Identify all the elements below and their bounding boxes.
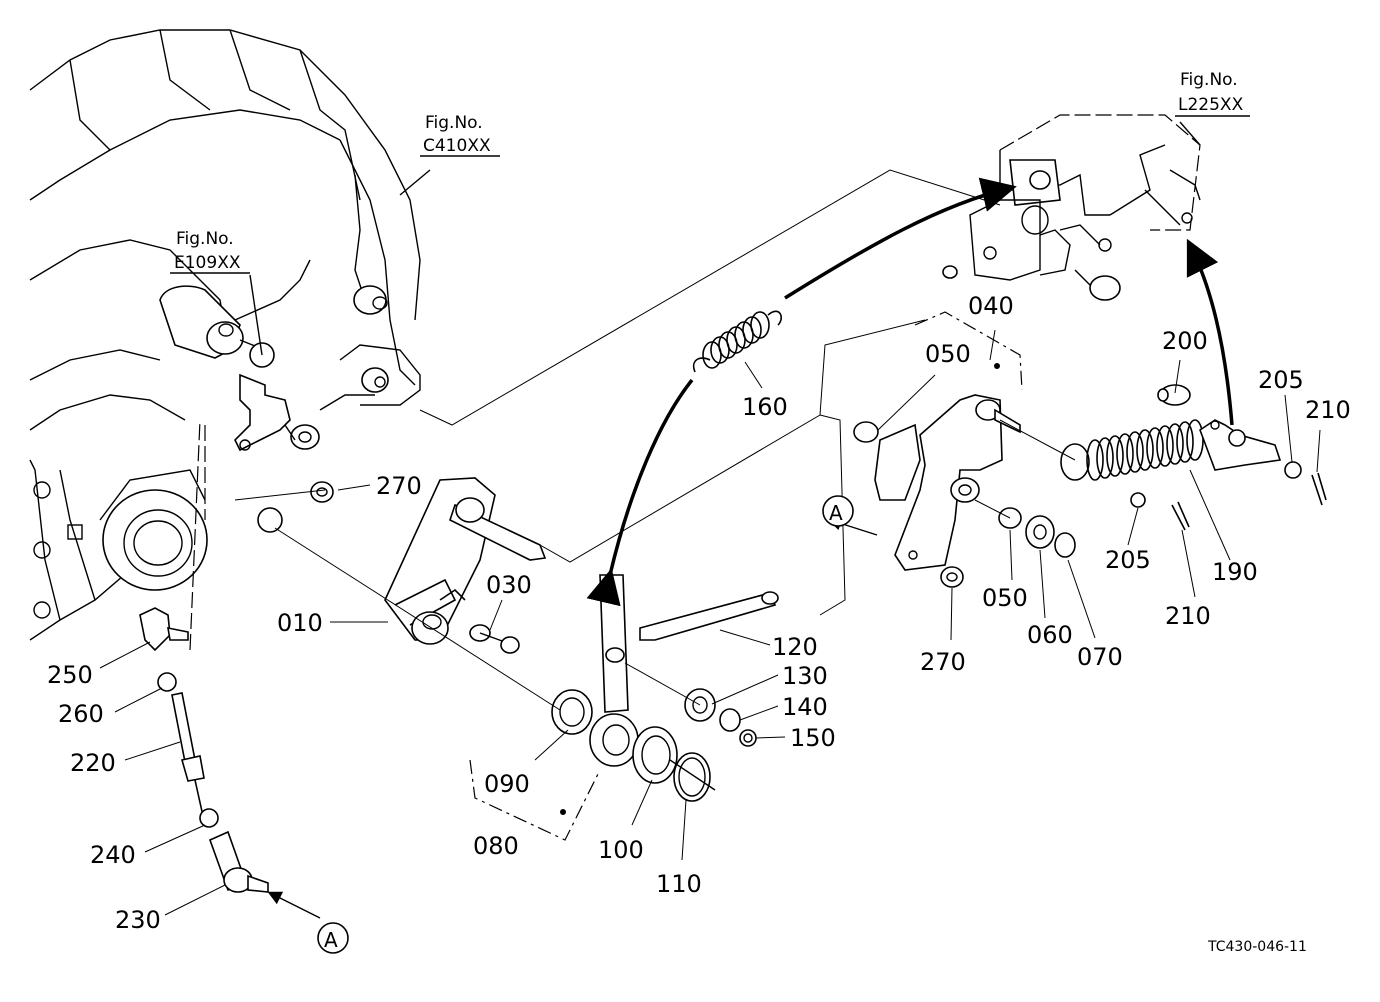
figure-ref-e109: Fig.No. E109XX [170, 229, 250, 274]
part-label-140: 140 [782, 693, 828, 721]
part-label-150: 150 [790, 724, 836, 752]
part-label-230: 230 [115, 906, 161, 934]
part-label-010: 010 [277, 609, 323, 637]
callout-a-upper: A [822, 495, 854, 527]
part-label-260: 260 [58, 700, 104, 728]
part-label-270-right: 270 [920, 648, 966, 676]
figure-ref-l225: Fig.No. L225XX [1175, 70, 1250, 117]
part-label-160: 160 [742, 393, 788, 421]
fig-ref-l225-line2: L225XX [1178, 95, 1244, 115]
part-label-050-lower: 050 [982, 584, 1028, 612]
fig-ref-c410-line2: C410XX [423, 136, 491, 156]
lever-group [469, 574, 779, 841]
part-label-200: 200 [1162, 327, 1208, 355]
fig-ref-e109-line2: E109XX [174, 253, 241, 273]
drawing-code: TC430-046-11 [1207, 939, 1307, 955]
part-label-040: 040 [968, 292, 1014, 320]
pedal-bracket-assembly [969, 114, 1201, 301]
part-label-050-upper: 050 [925, 340, 971, 368]
fig-ref-l225-line1: Fig.No. [1180, 70, 1238, 90]
part-labels: 010 030 040 050 050 060 070 080 090 100 … [47, 292, 1351, 934]
part-label-190: 190 [1212, 558, 1258, 586]
callout-a-lower-letter: A [324, 928, 338, 952]
part-label-205-lower: 205 [1105, 546, 1151, 574]
part-label-120: 120 [772, 633, 818, 661]
part-label-240: 240 [90, 841, 136, 869]
part-label-100: 100 [598, 836, 644, 864]
part-label-030: 030 [486, 571, 532, 599]
leader-lines [99, 329, 1321, 916]
return-spring-160 [692, 310, 782, 373]
part-label-070: 070 [1077, 643, 1123, 671]
spring-190 [1060, 384, 1327, 531]
part-label-205-right: 205 [1258, 366, 1304, 394]
callout-a-lower: A [317, 922, 349, 954]
rod-assembly [139, 607, 269, 893]
fig-ref-e109-line1: Fig.No. [176, 229, 234, 249]
brake-arm-040 [257, 265, 1076, 588]
part-label-250: 250 [47, 661, 93, 689]
part-label-130: 130 [782, 662, 828, 690]
part-label-060: 060 [1027, 621, 1073, 649]
fig-ref-c410-line1: Fig.No. [425, 113, 483, 133]
part-label-090: 090 [484, 770, 530, 798]
part-label-220: 220 [70, 749, 116, 777]
part-label-080: 080 [473, 832, 519, 860]
assembly-lines [234, 121, 1234, 919]
part-label-210-right: 210 [1305, 396, 1351, 424]
part-label-110: 110 [656, 870, 702, 898]
part-label-270-left: 270 [376, 472, 422, 500]
figure-ref-c410: Fig.No. C410XX [420, 113, 500, 157]
callout-a-upper-letter: A [829, 501, 843, 525]
transmission-housing [29, 29, 421, 651]
pivot-plate-010 [384, 477, 547, 654]
part-label-210-lower: 210 [1165, 602, 1211, 630]
